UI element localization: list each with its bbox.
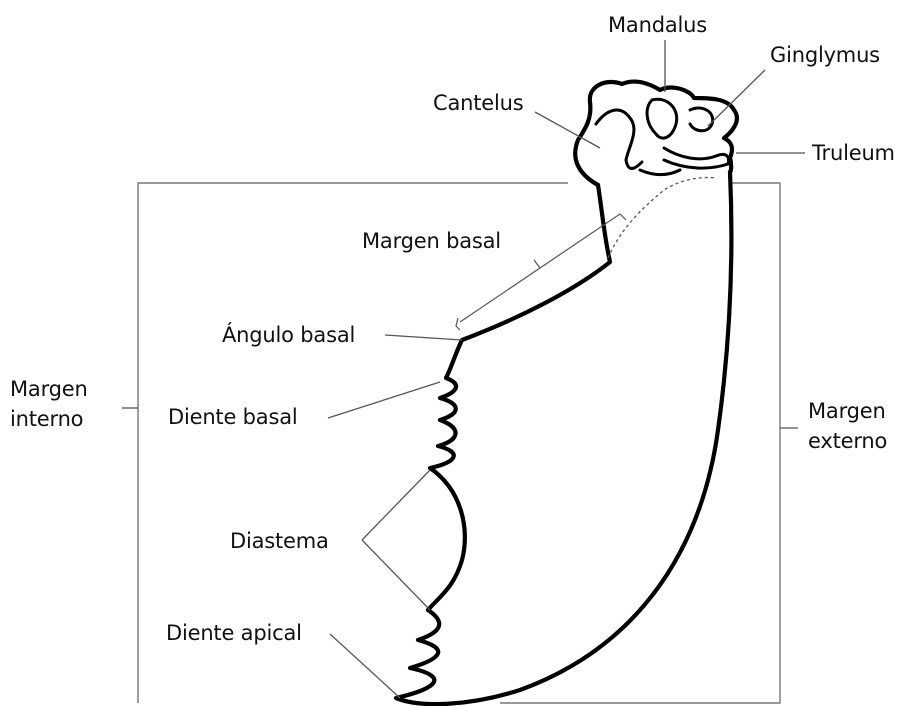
label-diente-apical: Diente apical [166, 621, 302, 645]
leader-angulo-basal [385, 335, 462, 340]
cantelus-lobe [596, 110, 642, 168]
ginglymus-lobe [690, 108, 713, 131]
label-cantelus: Cantelus [433, 91, 523, 115]
leader-diente-apical [330, 634, 400, 698]
label-margen-interno-2: interno [10, 407, 83, 431]
label-truleum: Truleum [811, 141, 895, 165]
mandalus-lobe [647, 99, 677, 138]
label-angulo-basal: Ángulo basal [222, 322, 355, 347]
label-margen-externo-1: Margen [808, 399, 886, 423]
label-margen-externo-2: externo [808, 429, 887, 453]
label-diente-basal: Diente basal [168, 405, 298, 429]
label-margen-interno-1: Margen [10, 377, 88, 401]
condyle-notch [640, 170, 680, 175]
label-ginglymus: Ginglymus [770, 43, 880, 67]
truleum-lobe [664, 148, 729, 168]
leader-diastema [362, 470, 430, 610]
label-margen-basal: Margen basal [362, 229, 501, 253]
label-mandalus: Mandalus [608, 13, 707, 37]
label-diastema: Diastema [230, 529, 329, 553]
leader-diente-basal [328, 382, 440, 418]
